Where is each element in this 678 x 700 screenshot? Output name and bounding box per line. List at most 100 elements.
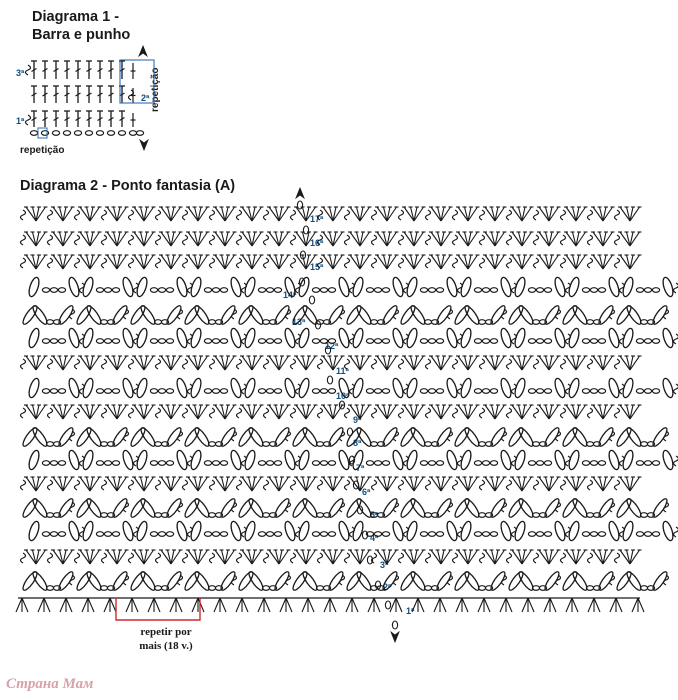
post-stitch-symbol xyxy=(480,553,485,563)
turning-chain-symbol xyxy=(325,346,330,354)
chain-stitch-symbol xyxy=(490,389,497,394)
single-crochet-symbol xyxy=(192,598,198,612)
chain-stitch-symbol xyxy=(58,532,65,537)
post-stitch-symbol xyxy=(480,258,485,268)
post-stitch-symbol xyxy=(426,235,431,245)
chain-stitch-symbol xyxy=(544,389,551,394)
chain-loop-symbol xyxy=(621,276,635,297)
post-stitch-symbol xyxy=(75,210,80,220)
post-stitch-symbol xyxy=(345,553,350,563)
post-stitch-symbol xyxy=(372,480,377,490)
chain-stitch-symbol xyxy=(266,288,273,293)
chain-stitch-symbol xyxy=(536,532,543,537)
post-stitch-symbol xyxy=(426,480,431,490)
chain-loop-symbol xyxy=(283,449,297,470)
post-stitch-symbol xyxy=(210,258,215,268)
chain-loop-symbol xyxy=(543,426,561,448)
post-stitch-symbol xyxy=(507,258,512,268)
chain-loop-symbol xyxy=(273,426,291,448)
chain-stitch-symbol xyxy=(436,532,443,537)
post-stitch-symbol xyxy=(156,210,161,220)
chain-stitch-symbol xyxy=(644,288,651,293)
post-stitch-symbol xyxy=(345,408,350,418)
chain-stitch-symbol xyxy=(474,532,481,537)
post-stitch-symbol xyxy=(291,480,296,490)
chain-stitch-symbol xyxy=(482,339,489,344)
chain-stitch-symbol xyxy=(50,339,57,344)
chain-loop-symbol xyxy=(283,327,297,348)
chain-stitch-symbol xyxy=(104,339,111,344)
chain-loop-symbol xyxy=(445,276,459,297)
post-stitch-symbol xyxy=(674,384,678,394)
chain-stitch-symbol xyxy=(482,288,489,293)
post-stitch-symbol xyxy=(561,408,566,418)
single-crochet-symbol xyxy=(566,598,572,612)
chain-loop-symbol xyxy=(621,520,635,541)
single-crochet-symbol xyxy=(280,598,286,612)
chain-stitch-symbol xyxy=(52,131,59,136)
single-crochet-symbol xyxy=(412,598,418,612)
post-stitch-symbol xyxy=(534,235,539,245)
post-stitch-symbol xyxy=(507,553,512,563)
chain-loop-symbol xyxy=(327,570,345,592)
chain-stitch-symbol xyxy=(590,339,597,344)
post-stitch-symbol xyxy=(561,359,566,369)
chain-stitch-symbol xyxy=(266,461,273,466)
single-crochet-symbol xyxy=(44,598,50,612)
chain-stitch-symbol xyxy=(258,339,265,344)
post-stitch-symbol xyxy=(534,553,539,563)
post-stitch-symbol xyxy=(183,408,188,418)
post-stitch-symbol xyxy=(561,553,566,563)
post-stitch-symbol xyxy=(183,210,188,220)
chain-stitch-symbol xyxy=(382,389,389,394)
chain-stitch-symbol xyxy=(220,389,227,394)
chain-loop-symbol xyxy=(337,377,351,398)
chain-loop-symbol xyxy=(381,426,399,448)
chain-loop-symbol xyxy=(243,327,257,348)
chain-stitch-symbol xyxy=(266,389,273,394)
post-stitch-symbol xyxy=(210,480,215,490)
chain-stitch-symbol xyxy=(482,389,489,394)
single-crochet-symbol xyxy=(132,598,138,612)
chain-loop-symbol xyxy=(135,377,149,398)
post-stitch-symbol xyxy=(399,359,404,369)
chain-loop-symbol xyxy=(597,304,615,326)
chain-stitch-symbol xyxy=(96,461,103,466)
chain-stitch-symbol xyxy=(536,389,543,394)
chain-stitch-symbol xyxy=(590,461,597,466)
chain-loop-symbol xyxy=(135,327,149,348)
post-stitch-symbol xyxy=(588,258,593,268)
chain-stitch-symbol xyxy=(490,461,497,466)
chain-stitch-symbol xyxy=(104,461,111,466)
chain-loop-symbol xyxy=(607,377,621,398)
single-crochet-symbol xyxy=(16,598,22,612)
chain-stitch-symbol xyxy=(582,532,589,537)
post-stitch-symbol xyxy=(102,235,107,245)
post-stitch-symbol xyxy=(372,235,377,245)
chain-stitch-symbol xyxy=(420,339,427,344)
chain-loop-symbol xyxy=(597,426,615,448)
post-stitch-symbol xyxy=(237,480,242,490)
chain-loop-symbol xyxy=(499,520,513,541)
post-stitch-symbol xyxy=(588,210,593,220)
chain-loop-symbol xyxy=(499,377,513,398)
chain-stitch-symbol xyxy=(274,389,281,394)
chain-stitch-symbol xyxy=(374,339,381,344)
single-crochet-symbol xyxy=(616,598,622,612)
chain-stitch-symbol xyxy=(220,288,227,293)
chain-loop-symbol xyxy=(405,520,419,541)
chain-loop-symbol xyxy=(219,426,237,448)
chain-loop-symbol xyxy=(57,497,75,519)
chain-loop-symbol xyxy=(499,327,513,348)
chain-loop-symbol xyxy=(607,449,621,470)
chain-stitch-symbol xyxy=(528,532,535,537)
chain-stitch-symbol xyxy=(112,339,119,344)
post-stitch-symbol xyxy=(129,210,134,220)
post-stitch-symbol xyxy=(156,553,161,563)
chain-stitch-symbol xyxy=(258,389,265,394)
post-stitch-symbol xyxy=(480,235,485,245)
post-stitch-symbol xyxy=(507,480,512,490)
single-crochet-symbol xyxy=(440,598,446,612)
single-crochet-symbol xyxy=(60,598,66,612)
post-stitch-symbol xyxy=(399,258,404,268)
